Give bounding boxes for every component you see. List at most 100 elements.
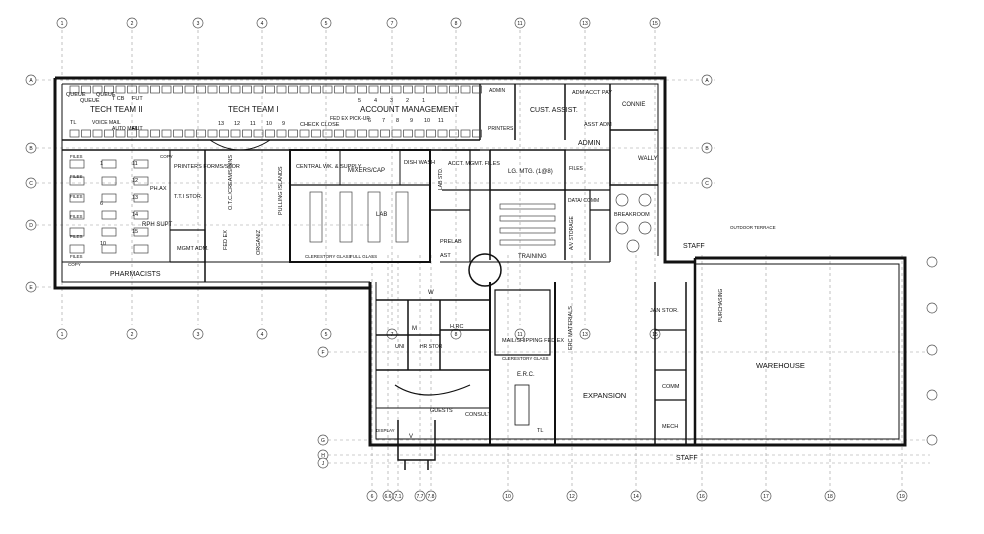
grid-bubble-left-A-label: A (29, 78, 33, 84)
grid-bubble-lower-H-label: H (321, 453, 325, 459)
lobby-curve (394, 384, 471, 396)
label-account-management: ACCOUNT MANAGEMENT (360, 105, 459, 114)
copy-label-left: COPY (68, 262, 81, 267)
desk-top-16 (253, 85, 264, 94)
desk-top-11 (196, 85, 206, 94)
label-w: W (428, 290, 434, 296)
label-central-wk: CENTRAL WK. & SUPPLY (296, 164, 362, 170)
grid-bubble-mid-4-circle (256, 328, 268, 340)
desk-bottom-34 (460, 129, 471, 138)
grid-bubble-bottom-19-circle (896, 490, 908, 502)
label-tl-erc: TL (537, 428, 543, 434)
label-mixers-cap: MIXERS/CAP (348, 168, 385, 174)
desk-bottom-1 (81, 129, 91, 138)
corridor-curve (209, 139, 271, 151)
training-row-1 (499, 215, 556, 222)
desk-bottom-30 (414, 129, 425, 138)
lab-block (289, 149, 431, 263)
desk-number-am-bot-11: 11 (438, 118, 444, 124)
grid-bubble-mid-11-label: 11 (517, 332, 522, 338)
label-adm-acct-pay: ADM ACCT PAY (572, 90, 612, 96)
grid-bubble-bottom-12-circle (566, 490, 578, 502)
desk-top-27 (380, 85, 390, 94)
grid-bubble-left-C-circle (25, 177, 37, 189)
grid-bubble-bottom-14-label: 14 (633, 494, 639, 500)
desk-top-30 (414, 85, 425, 94)
pharm-desk-3-2 (133, 210, 149, 220)
grid-bubble-top-8-label: 8 (455, 21, 458, 27)
grid-bubble-top-7-label: 7 (391, 21, 394, 27)
room-labels: TECH TEAM II TECH TEAM I ACCOUNT MANAGEM… (66, 88, 805, 462)
label-fed-ex-left: FED EX (223, 230, 229, 250)
desk-bottom-23 (334, 129, 344, 138)
desk-top-18 (276, 85, 287, 94)
walls (53, 76, 907, 470)
desk-bottom-6 (138, 129, 149, 138)
desk-number-am-top-2: 2 (406, 98, 409, 104)
grid-bubble-east-0-circle (926, 256, 938, 268)
label-hr-stor: HR STOR (420, 344, 443, 350)
grid-bubble-top-15-circle (649, 17, 661, 29)
files-label-0: FILES (70, 154, 83, 159)
label-dish-wash: DISH WASH (404, 160, 435, 166)
grid-bubble-left-E-label: E (29, 285, 33, 291)
mail-room-walls (494, 289, 551, 356)
label-otc-creams: O.T.C./CREAMS/BINS (228, 155, 234, 210)
grid-bubble-bottom-18-label: 18 (827, 494, 833, 500)
desk-bottom-27 (380, 129, 390, 138)
desk-number-am-top-3: 3 (390, 98, 393, 104)
label-fed-ex-pickup: FED EX PICK-UP (330, 116, 370, 122)
label-acct-mgmt-files: ACCT. MGMT. FILES (448, 161, 500, 167)
desk-bottom-29 (403, 129, 413, 138)
upper-block-outline (53, 76, 695, 290)
desk-bottom-33 (449, 129, 459, 138)
grid-bubble-bottom-6-circle (366, 490, 378, 502)
restroom-walls (376, 299, 490, 371)
desk-bottom-25 (357, 129, 367, 138)
pharm-desk-3-1 (101, 210, 117, 220)
label-av-storage: A/V STORAGE (569, 216, 575, 250)
files-label-4: FILES (70, 234, 83, 239)
pharm-desk-0-2 (133, 159, 149, 169)
grid-bubble-top-11-label: 11 (517, 21, 522, 27)
label-admin: ADMIN (578, 140, 601, 147)
grid-bubble-mid-2-label: 2 (131, 332, 134, 338)
desk-top-21 (311, 85, 321, 94)
grid-bubble-mid-3-label: 3 (197, 332, 200, 338)
desk-bottom-26 (368, 129, 379, 138)
label-asst-adm: ASST ADM (584, 122, 612, 128)
grid-bubble-top-3-label: 3 (197, 21, 200, 27)
desk-top-28 (391, 85, 402, 94)
mtg-room (489, 149, 566, 260)
grid-bubble-top-5-label: 5 (325, 21, 328, 27)
label-display: DISPLAY (376, 428, 395, 433)
desk-bottom-2 (92, 129, 103, 138)
desk-top-12 (207, 85, 218, 94)
label-printers-mid: PRINTERS (488, 126, 514, 132)
desk-bottom-18 (276, 129, 287, 138)
desk-bottom-17 (265, 129, 275, 138)
grid-bubble-mid-4-label: 4 (261, 332, 264, 338)
label-fut-2: FUT (132, 126, 143, 132)
grid-bubble-bottom-17-label: 17 (763, 494, 769, 500)
grid-bubble-left-C-label: C (29, 181, 33, 187)
label-full-glass: FULL GLASS (350, 254, 377, 259)
grid-bubble-mid-7-circle (386, 328, 398, 340)
desk-bottom-24 (345, 129, 356, 138)
desk-top-24 (345, 85, 356, 94)
grid-bubble-mid-13-label: 13 (582, 332, 588, 338)
desk-top-6 (138, 85, 149, 94)
label-printers-forms: PRINTERS FORMS/STOR (174, 164, 240, 170)
desk-number-am-top-5: 5 (358, 98, 361, 104)
desk-top-33 (449, 85, 459, 94)
desk-top-35 (472, 85, 482, 94)
lab-bench-2 (367, 191, 381, 243)
label-m: M (412, 326, 417, 332)
desk-bottom-32 (437, 129, 448, 138)
label-outdoor-terrace: OUTDOOR TERRACE (730, 225, 776, 230)
grid-bubble-bottom-17-circle (760, 490, 772, 502)
label-prelab: PRELAB (440, 239, 462, 245)
desk-bottom-19 (288, 129, 298, 138)
label-queue-1: QUEUE (66, 92, 86, 98)
